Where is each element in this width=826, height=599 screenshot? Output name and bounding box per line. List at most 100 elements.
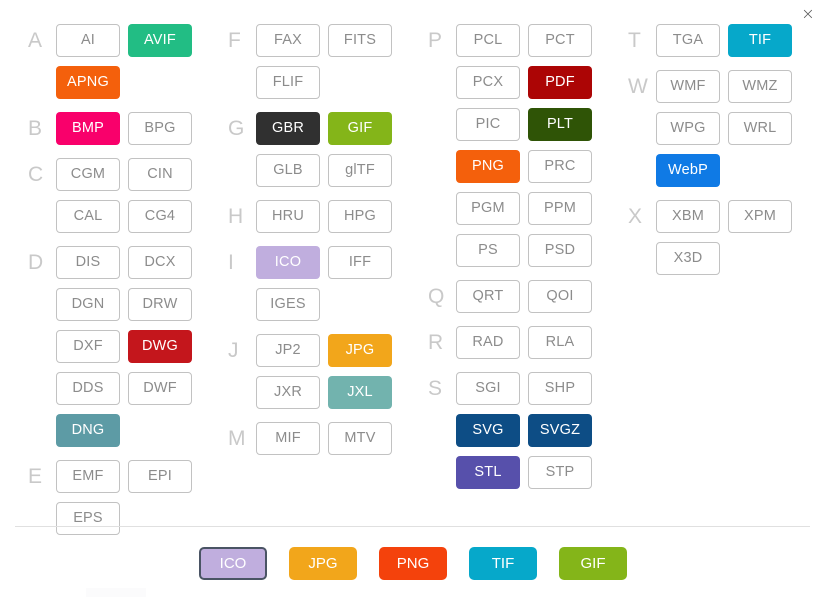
format-button-mtv[interactable]: MTV (328, 422, 392, 455)
format-button-cgm[interactable]: CGM (56, 158, 120, 191)
format-button-dng[interactable]: DNG (56, 414, 120, 447)
format-button-cal[interactable]: CAL (56, 200, 120, 233)
format-button-hpg[interactable]: HPG (328, 200, 392, 233)
format-button-sgi[interactable]: SGI (456, 372, 520, 405)
format-button-qrt[interactable]: QRT (456, 280, 520, 313)
format-button-pdf[interactable]: PDF (528, 66, 592, 99)
format-button-dxf[interactable]: DXF (56, 330, 120, 363)
format-button-dds[interactable]: DDS (56, 372, 120, 405)
format-button-webp[interactable]: WebP (656, 154, 720, 187)
format-button-glb[interactable]: GLB (256, 154, 320, 187)
format-button-dwf[interactable]: DWF (128, 372, 192, 405)
format-button-stl[interactable]: STL (456, 456, 520, 489)
format-button-drw[interactable]: DRW (128, 288, 192, 321)
format-button-ps[interactable]: PS (456, 234, 520, 267)
format-button-flif[interactable]: FLIF (256, 66, 320, 99)
format-button-gltf[interactable]: glTF (328, 154, 392, 187)
format-button-iff[interactable]: IFF (328, 246, 392, 279)
format-button-png[interactable]: PNG (456, 150, 520, 183)
format-button-cg4[interactable]: CG4 (128, 200, 192, 233)
format-button-qoi[interactable]: QOI (528, 280, 592, 313)
format-button-emf[interactable]: EMF (56, 460, 120, 493)
group-letter: M (228, 427, 246, 450)
format-button-jp2[interactable]: JP2 (256, 334, 320, 367)
format-button-svg[interactable]: SVG (456, 414, 520, 447)
format-button-dis[interactable]: DIS (56, 246, 120, 279)
format-button-psd[interactable]: PSD (528, 234, 592, 267)
format-button-apng[interactable]: APNG (56, 66, 120, 99)
format-button-wmz[interactable]: WMZ (728, 70, 792, 103)
format-button-fits[interactable]: FITS (328, 24, 392, 57)
format-button-pgm[interactable]: PGM (456, 192, 520, 225)
format-button-rla[interactable]: RLA (528, 326, 592, 359)
quick-chip-png[interactable]: PNG (379, 547, 447, 580)
format-button-ico[interactable]: ICO (256, 246, 320, 279)
format-button-stp[interactable]: STP (528, 456, 592, 489)
format-button-xbm[interactable]: XBM (656, 200, 720, 233)
format-button-jxl[interactable]: JXL (328, 376, 392, 409)
format-button-gbr[interactable]: GBR (256, 112, 320, 145)
format-button-prc[interactable]: PRC (528, 150, 592, 183)
format-button-cin[interactable]: CIN (128, 158, 192, 191)
format-button-eps[interactable]: EPS (56, 502, 120, 535)
format-button-dgn[interactable]: DGN (56, 288, 120, 321)
format-button-svgz[interactable]: SVGZ (528, 414, 592, 447)
format-button-pcx[interactable]: PCX (456, 66, 520, 99)
format-button-dwg[interactable]: DWG (128, 330, 192, 363)
format-button-jxr[interactable]: JXR (256, 376, 320, 409)
format-button-pct[interactable]: PCT (528, 24, 592, 57)
format-button-iges[interactable]: IGES (256, 288, 320, 321)
format-button-shp[interactable]: SHP (528, 372, 592, 405)
format-button-jpg[interactable]: JPG (328, 334, 392, 367)
format-button-x3d[interactable]: X3D (656, 242, 720, 275)
format-button-bpg[interactable]: BPG (128, 112, 192, 145)
format-button-tga[interactable]: TGA (656, 24, 720, 57)
format-button-pic[interactable]: PIC (456, 108, 520, 141)
format-button-avif[interactable]: AVIF (128, 24, 192, 57)
format-button-ppm[interactable]: PPM (528, 192, 592, 225)
group-letter: J (228, 339, 239, 362)
quick-chip-jpg[interactable]: JPG (289, 547, 357, 580)
format-button-fax[interactable]: FAX (256, 24, 320, 57)
format-button-wpg[interactable]: WPG (656, 112, 720, 145)
group-letter: S (428, 377, 443, 400)
format-button-rad[interactable]: RAD (456, 326, 520, 359)
quick-chip-tif[interactable]: TIF (469, 547, 537, 580)
format-button-bmp[interactable]: BMP (56, 112, 120, 145)
format-button-pcl[interactable]: PCL (456, 24, 520, 57)
format-button-wrl[interactable]: WRL (728, 112, 792, 145)
format-button-epi[interactable]: EPI (128, 460, 192, 493)
format-button-mif[interactable]: MIF (256, 422, 320, 455)
format-button-plt[interactable]: PLT (528, 108, 592, 141)
format-button-ai[interactable]: AI (56, 24, 120, 57)
format-button-wmf[interactable]: WMF (656, 70, 720, 103)
group-letter: X (628, 205, 643, 228)
group-letter: Q (428, 285, 445, 308)
close-icon[interactable]: × (801, 4, 815, 23)
format-button-dcx[interactable]: DCX (128, 246, 192, 279)
format-button-hru[interactable]: HRU (256, 200, 320, 233)
quick-chip-ico[interactable]: ICO (199, 547, 267, 580)
format-button-gif[interactable]: GIF (328, 112, 392, 145)
group-letter: D (28, 251, 44, 274)
group-letter: T (628, 29, 641, 52)
format-button-tif[interactable]: TIF (728, 24, 792, 57)
quick-chip-gif[interactable]: GIF (559, 547, 627, 580)
format-button-xpm[interactable]: XPM (728, 200, 792, 233)
